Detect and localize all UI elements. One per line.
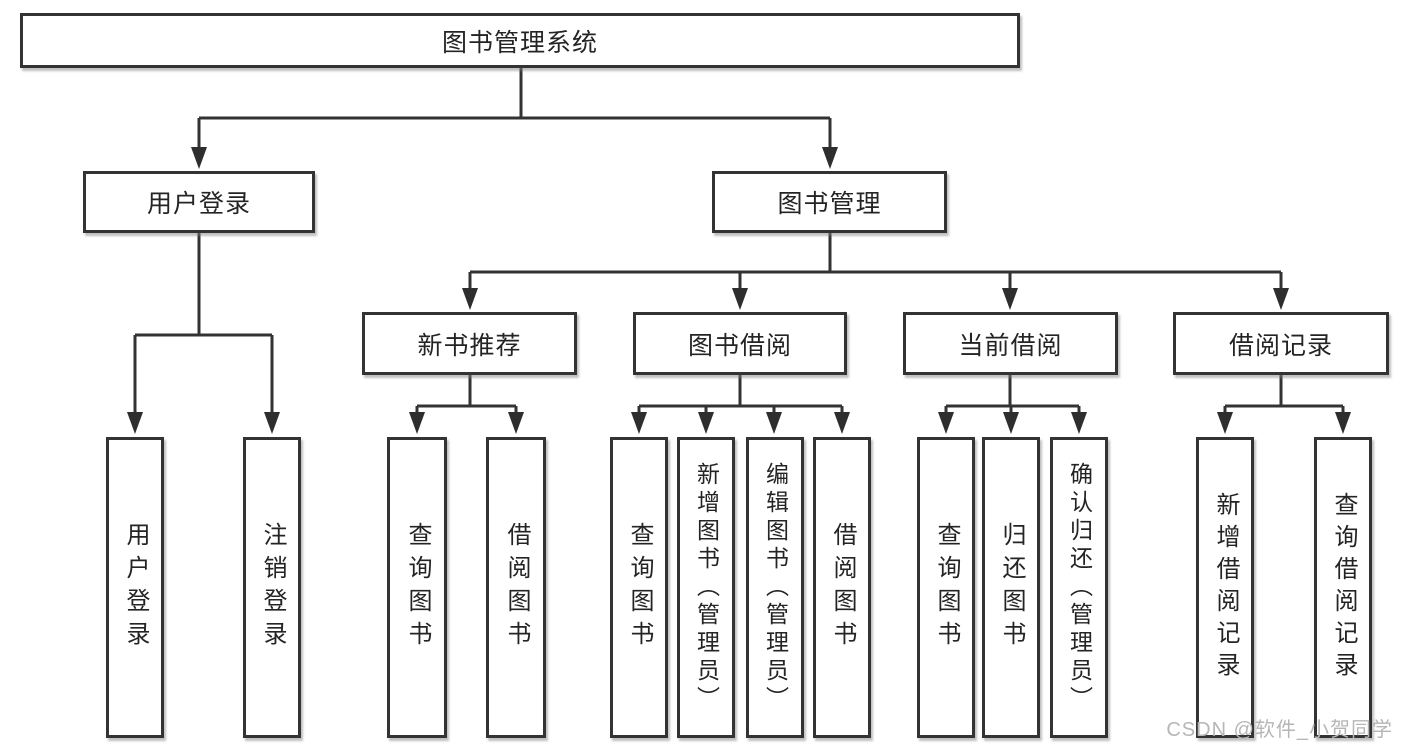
leaf-borrow-books: 借阅图书	[813, 437, 871, 738]
node-book-management: 图书管理	[712, 171, 947, 233]
arrowhead	[938, 412, 954, 434]
node-borrow-records-label: 借阅记录	[1228, 331, 1333, 360]
arrowhead	[834, 412, 850, 434]
node-current-borrow: 当前借阅	[903, 312, 1118, 375]
leaf-add-books-admin-label: 新增图书（管理员）	[693, 461, 720, 714]
leaf-add-borrow-record: 新增借阅记录	[1196, 437, 1254, 738]
connector-current-borrow	[944, 375, 1081, 418]
leaf-return-books: 归还图书	[982, 437, 1040, 738]
leaf-edit-books-admin-label: 编辑图书（管理员）	[762, 461, 789, 714]
leaf-recommend-query-books: 查询图书	[387, 437, 447, 738]
leaf-confirm-return-admin-label: 确认归还（管理员）	[1066, 461, 1093, 714]
node-user-login-label: 用户登录	[146, 190, 251, 218]
leaf-borrow-query-books: 查询图书	[610, 437, 668, 738]
arrowhead	[1003, 412, 1019, 434]
leaf-query-borrow-record-label: 查询借阅记录	[1330, 491, 1357, 684]
connector-user-login	[133, 233, 274, 418]
leaf-query-borrow-record: 查询借阅记录	[1314, 437, 1372, 738]
leaf-user-login: 用户登录	[106, 437, 164, 738]
leaf-recommend-borrow-books: 借阅图书	[486, 437, 546, 738]
leaf-recommend-query-books-label: 查询图书	[404, 521, 431, 654]
arrowhead	[462, 288, 478, 310]
arrowhead	[1071, 412, 1087, 434]
arrowhead	[1217, 412, 1233, 434]
arrowhead	[508, 412, 524, 434]
leaf-current-query-books: 查询图书	[917, 437, 975, 738]
arrowhead	[698, 412, 714, 434]
arrowhead	[191, 147, 207, 169]
arrowhead	[1335, 412, 1351, 434]
node-new-book-recommend-label: 新书推荐	[417, 331, 522, 360]
node-user-login: 用户登录	[83, 171, 315, 233]
leaf-return-books-label: 归还图书	[998, 521, 1025, 654]
node-book-borrow: 图书借阅	[633, 312, 847, 375]
arrowhead	[409, 412, 425, 434]
leaf-logout: 注销登录	[243, 437, 301, 738]
arrowhead	[822, 147, 838, 169]
node-borrow-records: 借阅记录	[1173, 312, 1389, 375]
csdn-watermark: CSDN @软件_小贺同学	[1166, 719, 1393, 741]
leaf-user-login-label: 用户登录	[122, 521, 149, 654]
node-book-management-label: 图书管理	[777, 190, 882, 218]
node-root: 图书管理系统	[20, 13, 1020, 68]
node-new-book-recommend: 新书推荐	[362, 312, 577, 375]
leaf-edit-books-admin: 编辑图书（管理员）	[746, 437, 804, 738]
arrowhead	[631, 412, 647, 434]
arrowhead	[264, 412, 280, 434]
node-book-borrow-label: 图书借阅	[687, 331, 792, 360]
connector-book-borrow	[637, 375, 844, 418]
arrowhead	[1273, 288, 1289, 310]
connector-borrow-records	[1223, 375, 1345, 418]
leaf-add-books-admin: 新增图书（管理员）	[677, 437, 735, 738]
connector-new-book-recommend	[415, 375, 518, 418]
connector-root	[197, 68, 832, 153]
leaf-current-query-books-label: 查询图书	[933, 521, 960, 654]
leaf-borrow-books-label: 借阅图书	[829, 521, 856, 654]
arrowhead	[732, 288, 748, 310]
leaf-borrow-query-books-label: 查询图书	[626, 521, 653, 654]
leaf-confirm-return-admin: 确认归还（管理员）	[1050, 437, 1108, 738]
node-root-label: 图书管理系统	[441, 28, 598, 57]
leaf-recommend-borrow-books-label: 借阅图书	[503, 521, 530, 654]
arrowhead	[127, 412, 143, 434]
leaf-add-borrow-record-label: 新增借阅记录	[1212, 491, 1239, 684]
arrowhead	[766, 412, 782, 434]
connector-book-management	[468, 233, 1283, 294]
leaf-logout-label: 注销登录	[259, 521, 286, 654]
node-current-borrow-label: 当前借阅	[958, 331, 1063, 360]
arrowhead	[1002, 288, 1018, 310]
